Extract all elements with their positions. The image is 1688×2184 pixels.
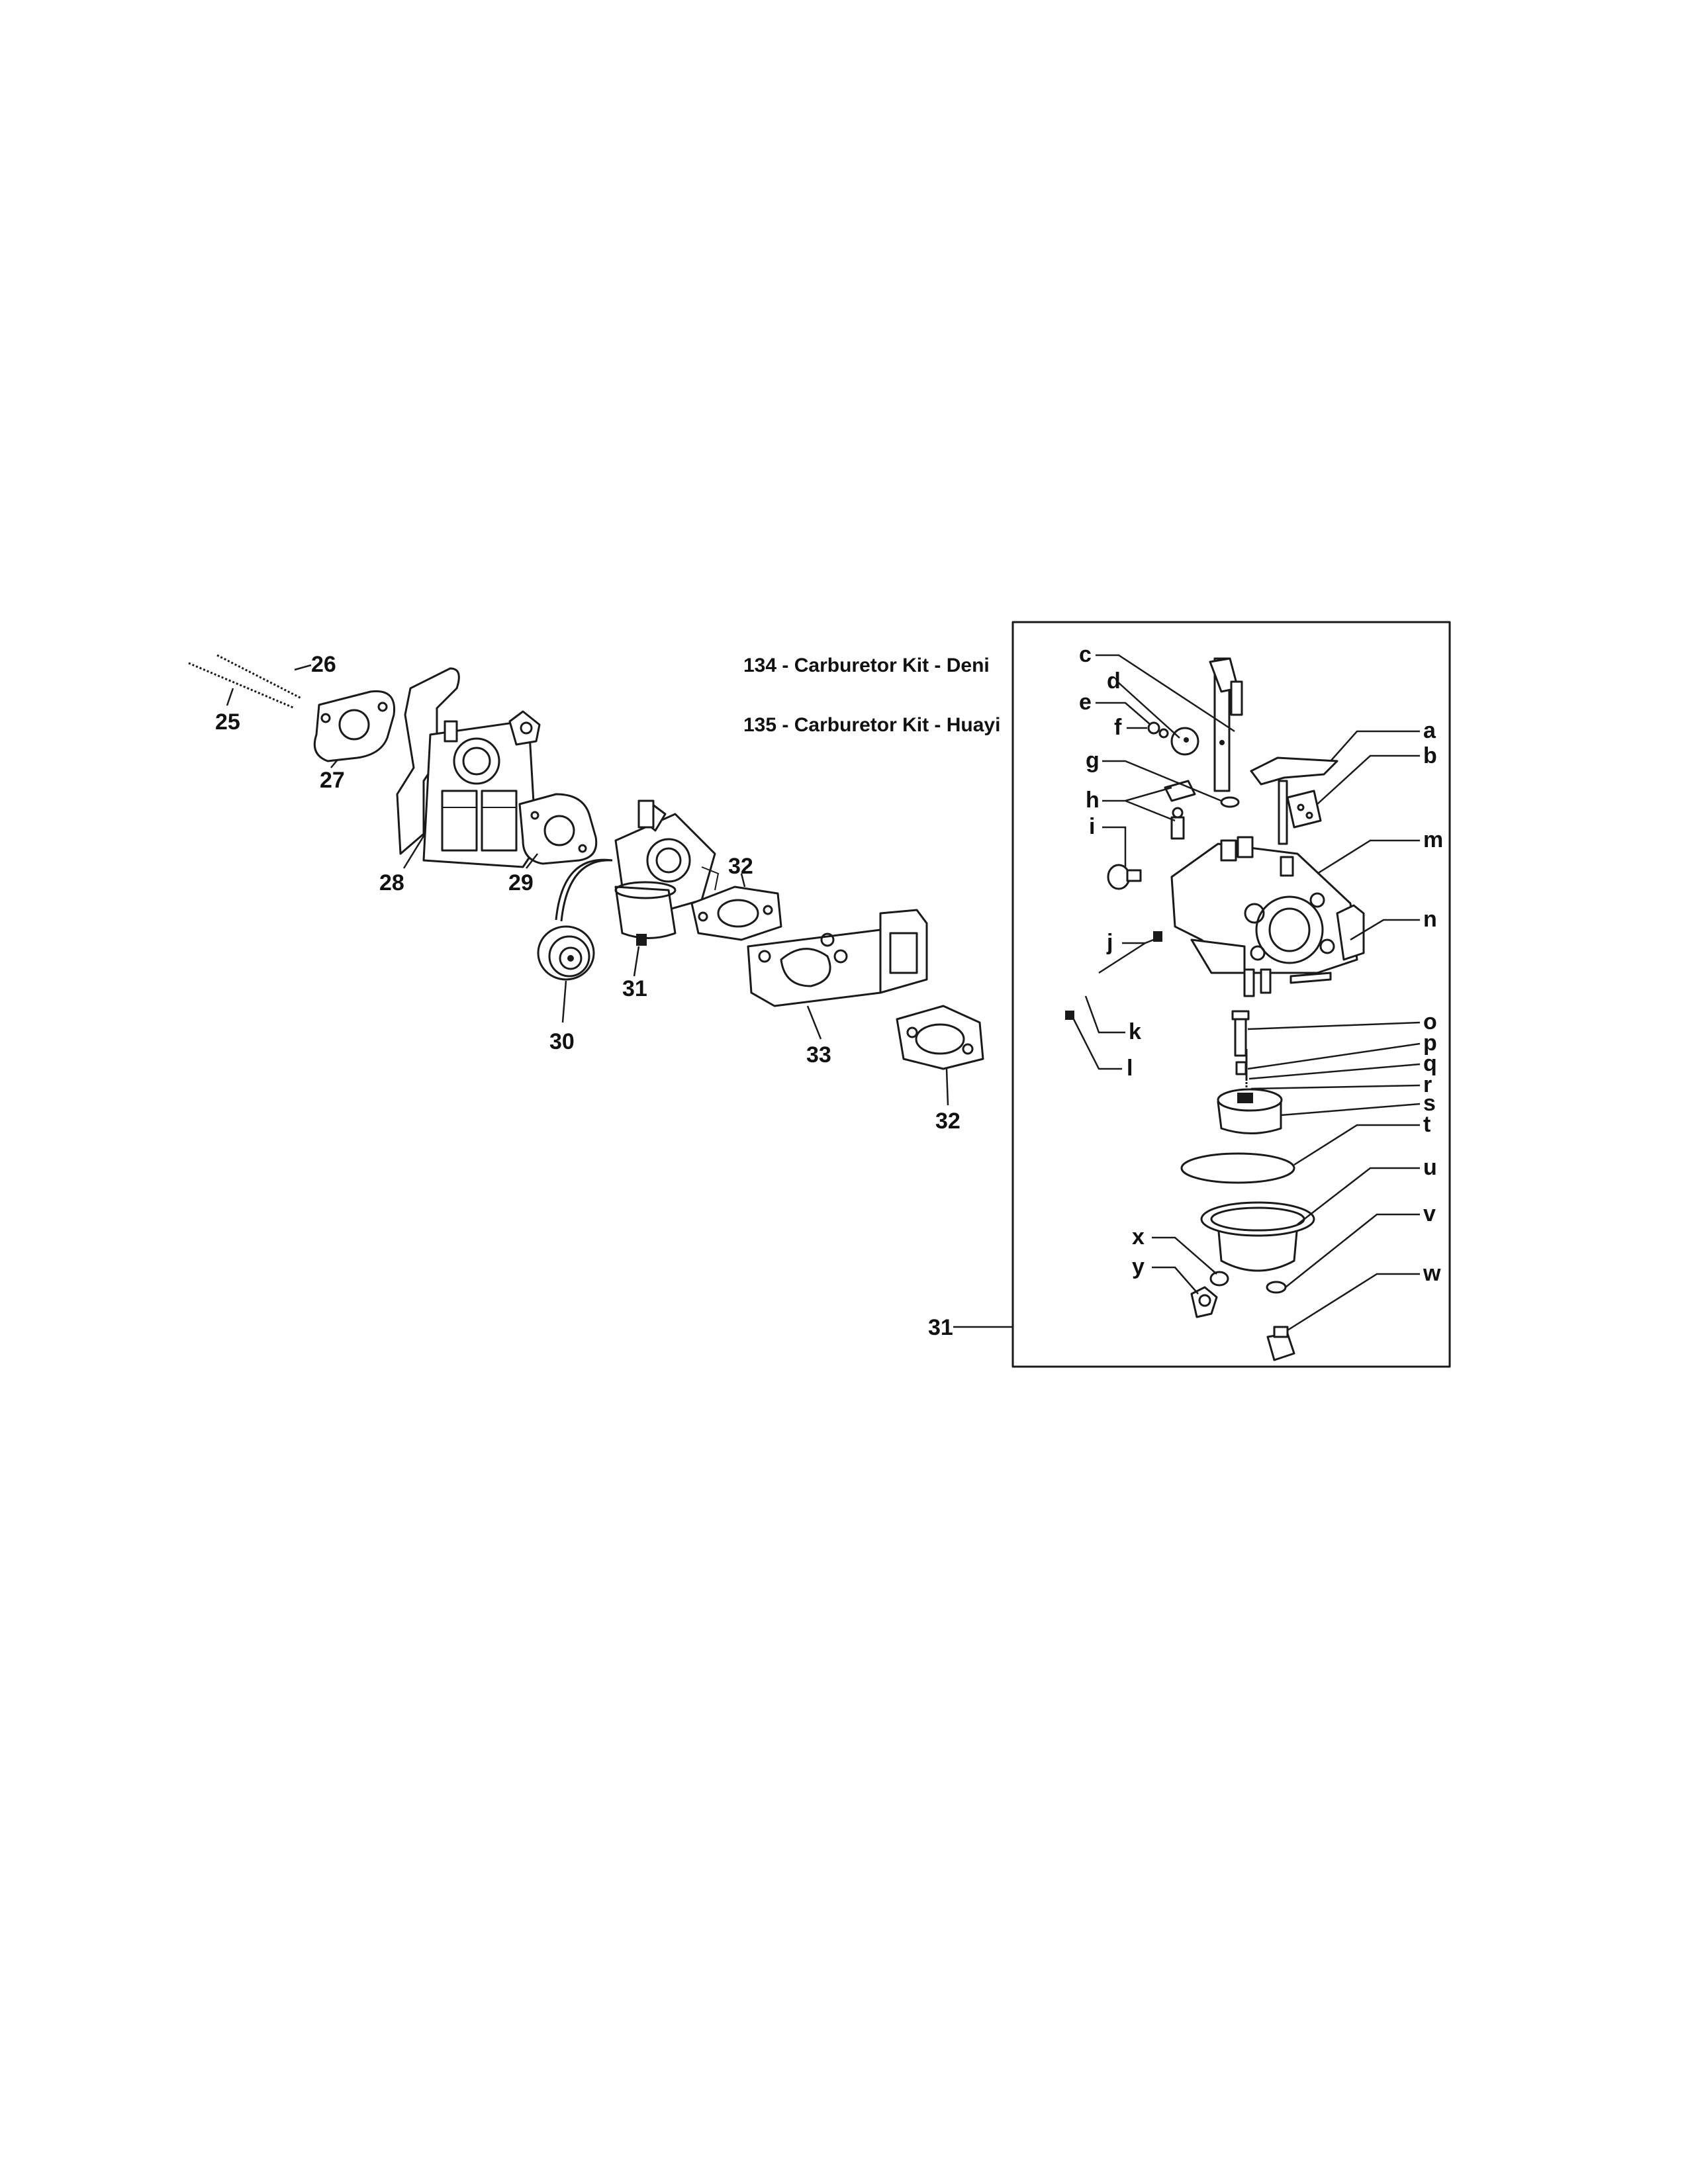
plate-33 bbox=[747, 909, 928, 1007]
gasket-29 bbox=[518, 793, 598, 865]
detail-label-q: q bbox=[1423, 1051, 1437, 1076]
callout-31: 31 bbox=[622, 976, 647, 1001]
detail-box bbox=[1011, 621, 1451, 1368]
detail-label-n: n bbox=[1423, 907, 1437, 932]
part-o-main-nozzle bbox=[1231, 1010, 1250, 1057]
part-n-fitting bbox=[1289, 904, 1365, 984]
carburetor-31 bbox=[555, 799, 720, 946]
detail-label-t: t bbox=[1423, 1112, 1430, 1137]
callout-27: 27 bbox=[320, 768, 345, 793]
kit-huayi-label: 135 - Carburetor Kit - Huayi bbox=[743, 714, 1000, 736]
part-w-bolt bbox=[1266, 1326, 1295, 1361]
detail-label-m: m bbox=[1423, 827, 1443, 852]
part-s-float bbox=[1217, 1088, 1283, 1134]
part-g-washer bbox=[1220, 796, 1240, 808]
detail-label-o: o bbox=[1423, 1009, 1437, 1034]
callout-31-detail: 31 bbox=[928, 1315, 953, 1340]
part-v-washer bbox=[1266, 1281, 1287, 1294]
part-a-throttle-lever bbox=[1250, 756, 1338, 845]
detail-label-x: x bbox=[1132, 1224, 1145, 1250]
gasket-27 bbox=[313, 690, 396, 762]
detail-label-e: e bbox=[1079, 690, 1092, 715]
part-m-carburetor-body bbox=[1170, 836, 1358, 997]
detail-leaders bbox=[953, 654, 1421, 1332]
detail-label-p: p bbox=[1423, 1030, 1437, 1056]
part-c-choke-shaft bbox=[1209, 657, 1243, 792]
part-u-float-bowl bbox=[1200, 1201, 1315, 1272]
part-b-throttle-plate bbox=[1286, 790, 1322, 829]
detail-label-v: v bbox=[1423, 1201, 1436, 1226]
part-f-screw bbox=[1147, 721, 1169, 739]
detail-label-a: a bbox=[1423, 718, 1436, 743]
part-y-screw bbox=[1190, 1286, 1218, 1318]
detail-label-y: y bbox=[1132, 1254, 1145, 1279]
detail-label-b: b bbox=[1423, 743, 1437, 768]
detail-label-r: r bbox=[1423, 1072, 1432, 1097]
callout-29: 29 bbox=[508, 870, 534, 895]
gasket-32-upper bbox=[690, 886, 782, 941]
detail-label-s: s bbox=[1423, 1091, 1436, 1116]
callout-32-lower: 32 bbox=[935, 1109, 961, 1134]
primer-bulb-30 bbox=[537, 925, 595, 981]
callout-26: 26 bbox=[311, 652, 336, 677]
part-x-washer bbox=[1209, 1271, 1229, 1287]
part-t-bowl-gasket bbox=[1180, 1152, 1295, 1184]
bracket-28 bbox=[396, 667, 541, 868]
detail-label-g: g bbox=[1086, 748, 1100, 773]
callout-28: 28 bbox=[379, 870, 404, 895]
detail-label-f: f bbox=[1114, 715, 1122, 740]
detail-label-w: w bbox=[1423, 1261, 1441, 1286]
detail-label-j: j bbox=[1106, 930, 1113, 955]
detail-label-k: k bbox=[1129, 1019, 1141, 1044]
part-h-idle-screw bbox=[1164, 780, 1196, 840]
detail-label-i: i bbox=[1089, 814, 1095, 839]
callout-30: 30 bbox=[549, 1029, 575, 1054]
part-p-main-jet bbox=[1235, 1061, 1247, 1075]
callout-32-upper: 32 bbox=[728, 854, 753, 879]
detail-label-d: d bbox=[1107, 668, 1121, 694]
detail-label-u: u bbox=[1423, 1155, 1437, 1180]
kit-deni-label: 134 - Carburetor Kit - Deni bbox=[743, 655, 990, 676]
part-d-choke-plate bbox=[1170, 727, 1199, 756]
detail-label-l: l bbox=[1127, 1056, 1133, 1081]
stud-26 bbox=[216, 654, 302, 700]
detail-label-c: c bbox=[1079, 642, 1092, 667]
part-i-knob bbox=[1107, 864, 1142, 890]
detail-label-h: h bbox=[1086, 788, 1100, 813]
gasket-32-lower bbox=[896, 1005, 984, 1070]
callout-25: 25 bbox=[215, 709, 240, 735]
callout-33: 33 bbox=[806, 1042, 831, 1068]
part-j-k-l-fuel-hose bbox=[1064, 931, 1169, 1020]
stud-25 bbox=[188, 662, 295, 709]
